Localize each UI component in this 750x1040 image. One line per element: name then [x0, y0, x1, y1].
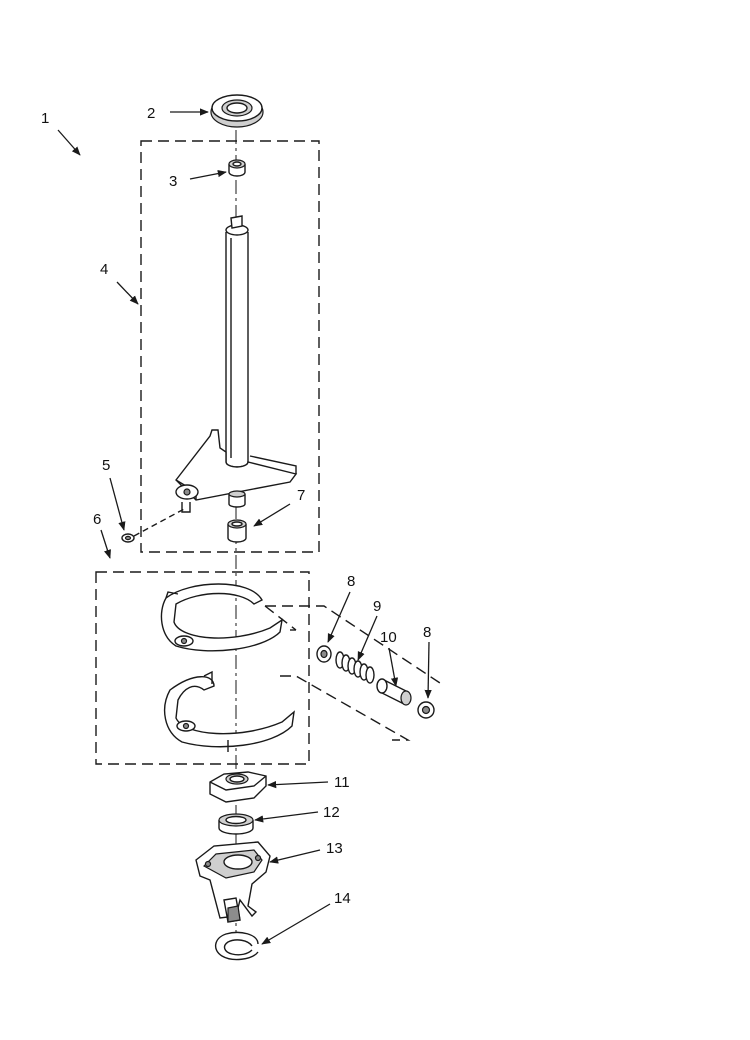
part-sleeve: [227, 519, 247, 543]
part-brake-shoe-lower: [163, 670, 295, 752]
part-ring: [218, 813, 254, 835]
part-nut: [121, 507, 187, 543]
callout-5: 5: [102, 457, 110, 474]
assembly-box-6: [95, 571, 310, 765]
spring-group-box: [264, 605, 441, 741]
part-washer-right: [417, 701, 435, 719]
part-hub: [209, 771, 267, 803]
callout-9: 9: [373, 598, 381, 615]
callout-8-right: 8: [423, 624, 431, 641]
callout-10: 10: [380, 629, 397, 646]
callout-6: 6: [93, 511, 101, 528]
callout-2: 2: [147, 105, 155, 122]
callout-1: 1: [41, 110, 49, 127]
part-seal: [210, 94, 264, 128]
part-brake-shoe-upper: [160, 583, 283, 652]
callout-8-left: 8: [347, 573, 355, 590]
assembly-box-4: [140, 140, 320, 553]
callout-12: 12: [323, 804, 340, 821]
part-washer-left: [316, 645, 332, 663]
callout-7: 7: [297, 487, 305, 504]
part-pin: [376, 678, 412, 706]
part-spring: [335, 651, 375, 684]
callout-4: 4: [100, 261, 108, 278]
callout-14: 14: [334, 890, 351, 907]
part-shaft-assembly: [175, 215, 298, 513]
part-drive-block: [195, 841, 271, 923]
part-snap-ring: [215, 931, 259, 961]
callout-3: 3: [169, 173, 177, 190]
leader-lines: [57, 108, 432, 945]
part-bushing: [228, 159, 246, 177]
callout-13: 13: [326, 840, 343, 857]
callout-labels: 1 2 3 4 5 6 7 8 9 10 8 11 12 13 14: [41, 105, 431, 907]
callout-11: 11: [334, 774, 350, 791]
